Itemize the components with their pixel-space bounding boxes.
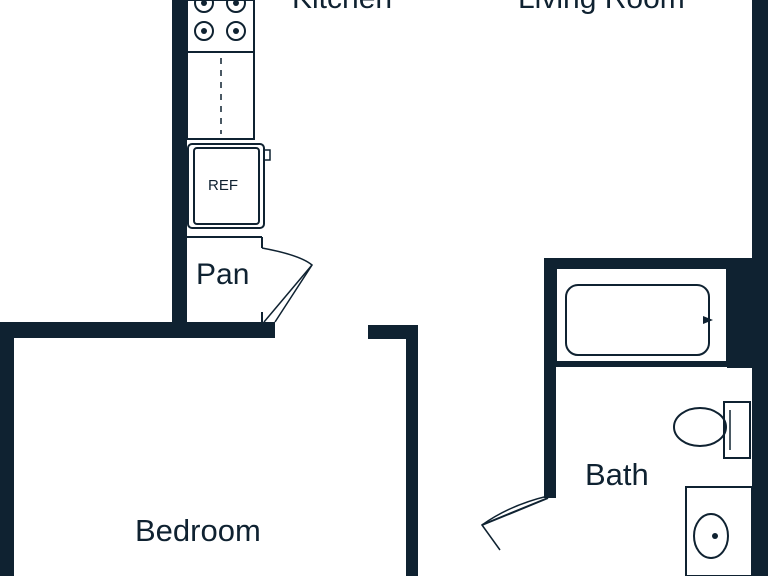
bedroom-north-wall-left xyxy=(0,322,275,338)
burner-icon xyxy=(226,21,246,41)
tub-south-ledge xyxy=(556,362,727,367)
refrigerator-icon xyxy=(187,143,271,229)
bedroom-east-wall xyxy=(406,325,418,576)
refrigerator-label: REF xyxy=(208,177,238,194)
counter xyxy=(186,51,255,140)
bedroom-west-wall xyxy=(0,322,14,576)
burner-icon xyxy=(194,21,214,41)
kitchen-west-wall xyxy=(172,0,187,335)
bath-east-wall xyxy=(752,258,768,576)
room-label-pantry: Pan xyxy=(196,258,250,291)
toilet-icon xyxy=(673,401,751,459)
bath-door xyxy=(480,495,549,551)
kitchen-counter xyxy=(186,0,255,140)
bath-west-wall xyxy=(544,258,556,498)
bath-door-swing xyxy=(480,495,549,551)
pantry-door-swing xyxy=(261,247,313,323)
room-label-kitchen: Kitchen xyxy=(292,0,392,14)
pantry xyxy=(187,236,313,323)
room-label-bath: Bath xyxy=(585,457,649,492)
room-label-bedroom: Bedroom xyxy=(135,513,261,548)
living-room-east-wall xyxy=(752,0,768,262)
burner-icon xyxy=(226,0,246,13)
bathtub-icon xyxy=(555,267,728,363)
sink-icon xyxy=(685,486,753,576)
burner-icon xyxy=(194,0,214,13)
bath-north-wall xyxy=(544,258,768,268)
bedroom-north-wall-right xyxy=(368,325,418,339)
room-label-living-room: Living Room xyxy=(518,0,685,14)
